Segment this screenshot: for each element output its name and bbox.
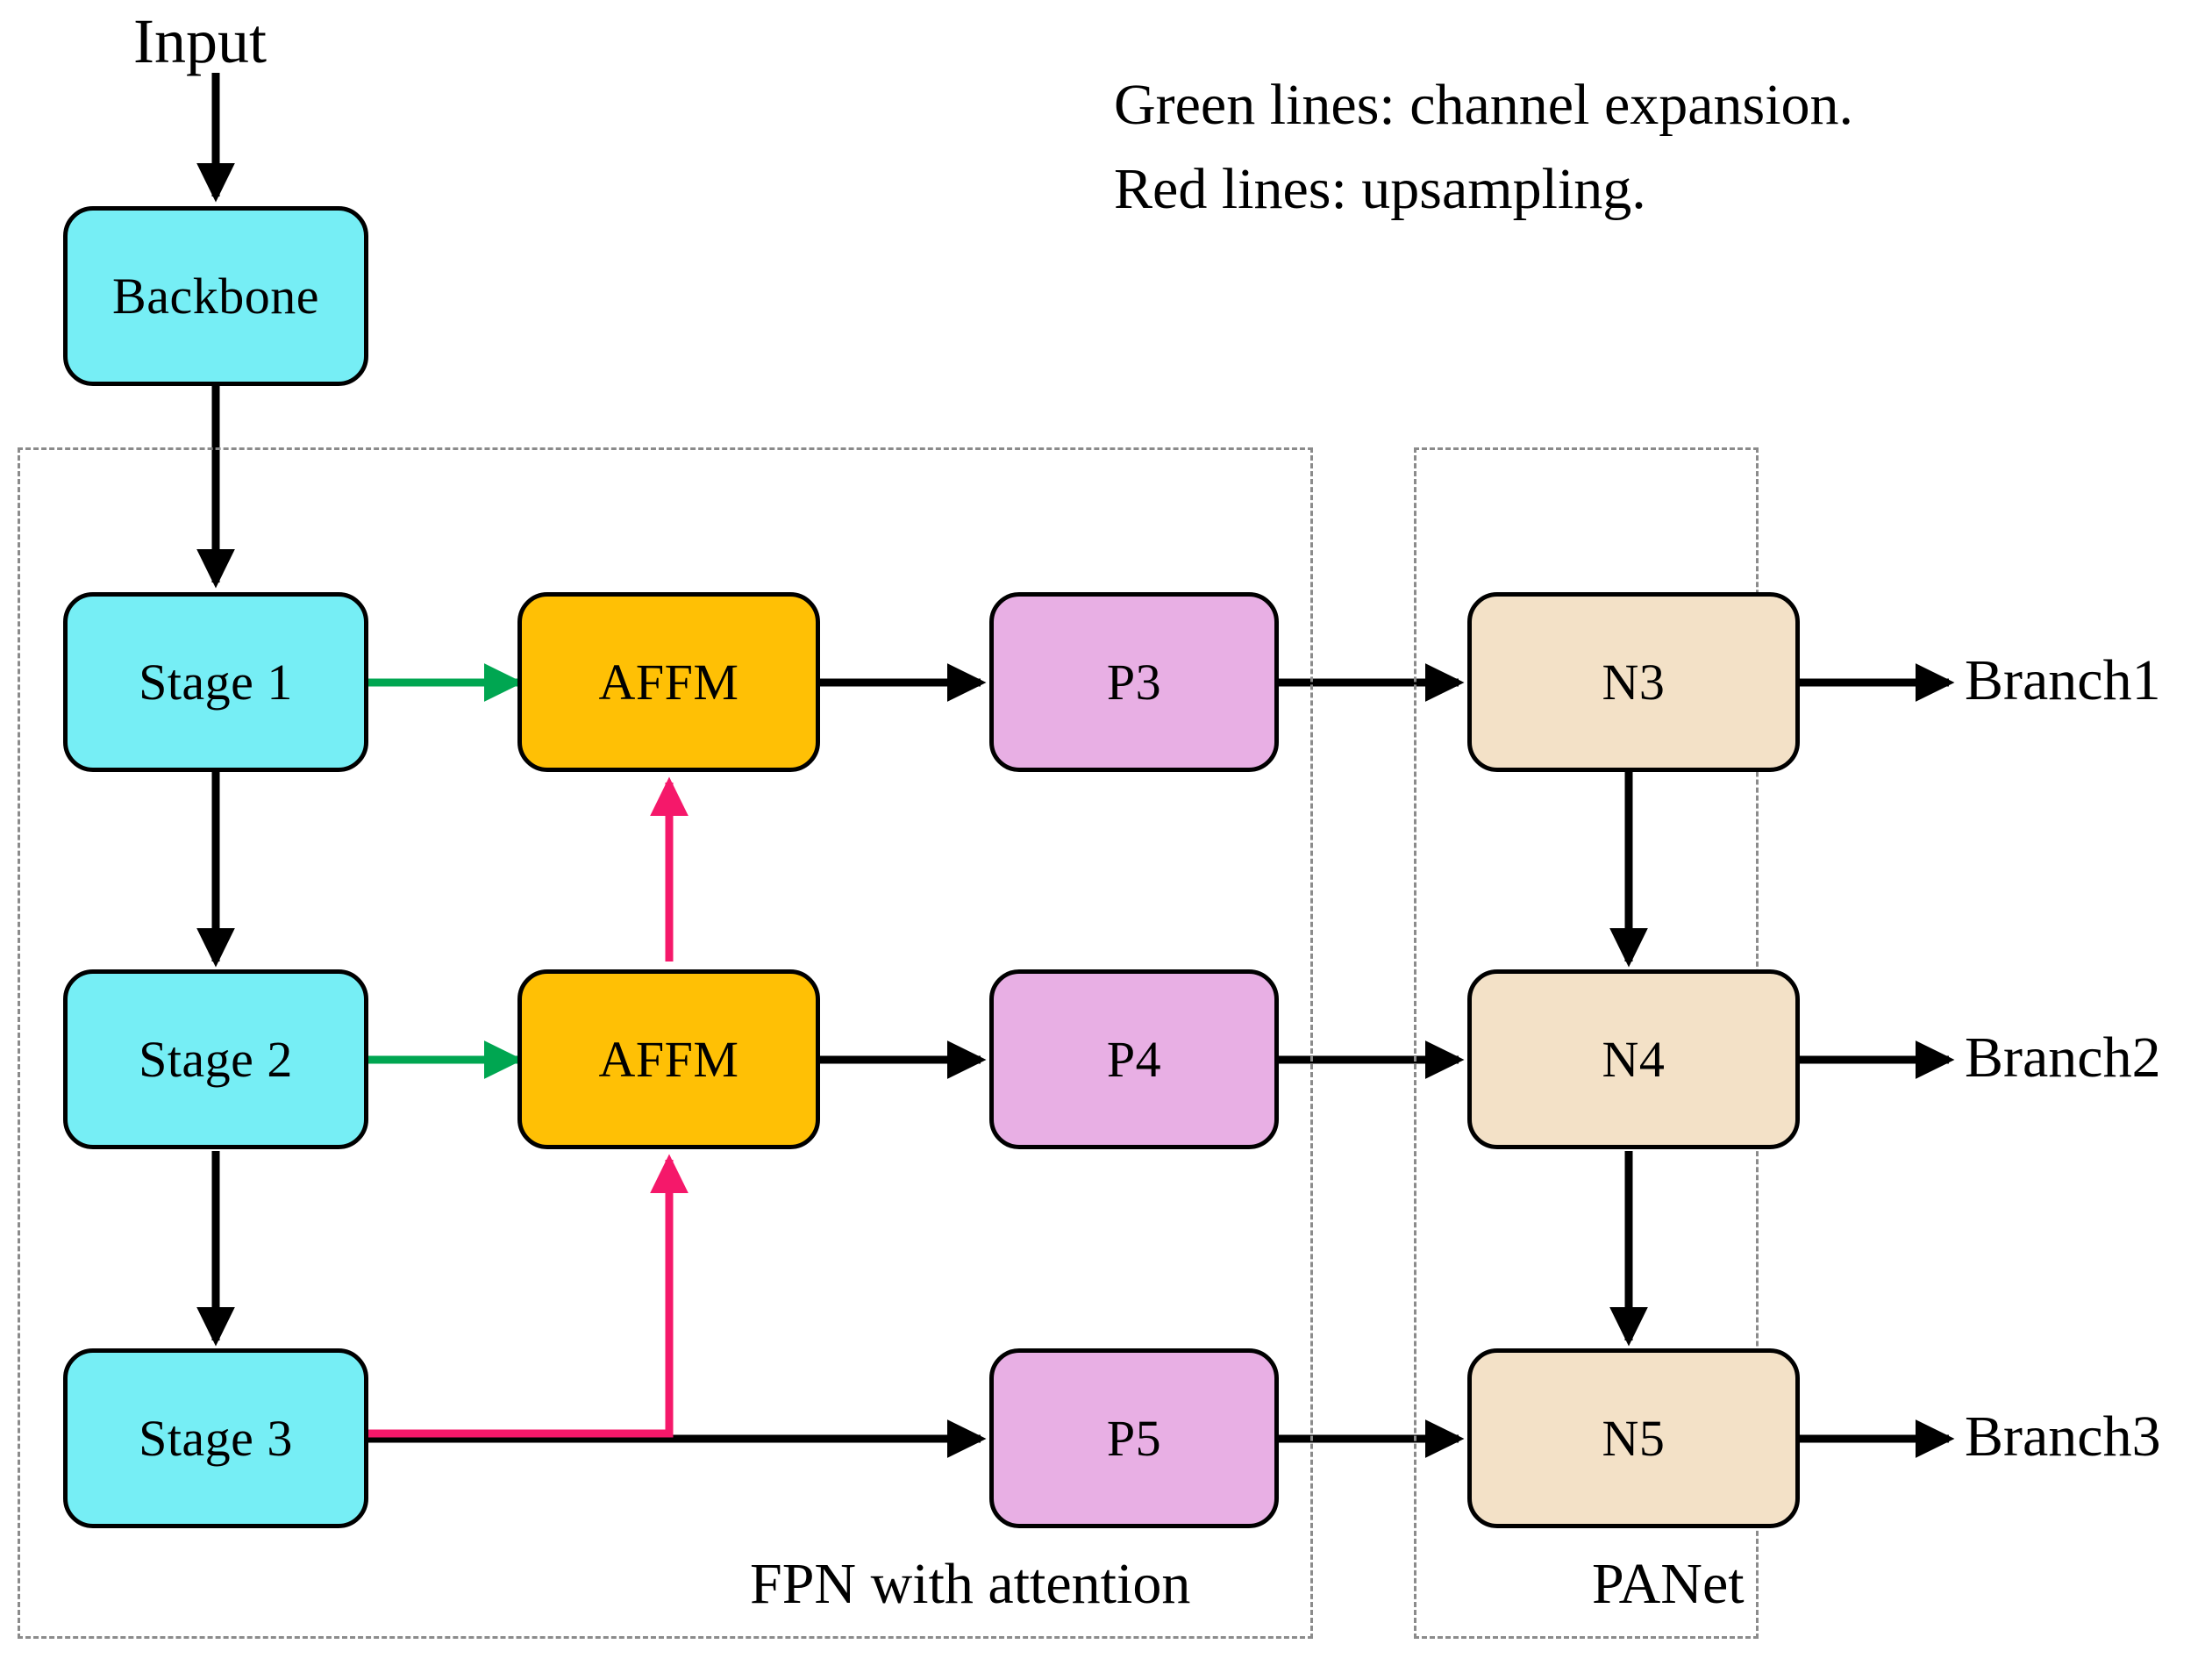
group-label-panet: PANet <box>1592 1552 1745 1616</box>
output-branch2: Branch2 <box>1965 1026 2161 1090</box>
group-box-fpn <box>18 447 1313 1639</box>
node-p3-label: P3 <box>1106 653 1162 711</box>
node-stage-2-label: Stage 2 <box>139 1030 293 1088</box>
node-stage-3[interactable]: Stage 3 <box>63 1348 368 1528</box>
edge-stage3-to-affm-red <box>368 1154 689 1438</box>
node-n4[interactable]: N4 <box>1467 969 1800 1149</box>
node-p4[interactable]: P4 <box>989 969 1279 1149</box>
node-backbone[interactable]: Backbone <box>63 206 368 386</box>
node-n5[interactable]: N5 <box>1467 1348 1800 1528</box>
input-label: Input <box>133 6 267 76</box>
node-n4-label: N4 <box>1602 1030 1666 1088</box>
legend-green-lines: Green lines: channel expansion. <box>1114 73 1854 137</box>
legend-red-lines: Red lines: upsampling. <box>1114 157 1646 221</box>
output-branch3: Branch3 <box>1965 1405 2161 1469</box>
node-n5-label: N5 <box>1602 1409 1666 1467</box>
output-branch1: Branch1 <box>1965 648 2161 712</box>
node-affm-top[interactable]: AFFM <box>517 592 820 772</box>
node-p3[interactable]: P3 <box>989 592 1279 772</box>
node-stage-1[interactable]: Stage 1 <box>63 592 368 772</box>
node-p5[interactable]: P5 <box>989 1348 1279 1528</box>
node-stage-1-label: Stage 1 <box>139 653 293 711</box>
node-affm-top-label: AFFM <box>598 653 739 711</box>
node-stage-3-label: Stage 3 <box>139 1409 293 1467</box>
node-p5-label: P5 <box>1106 1409 1162 1467</box>
node-p4-label: P4 <box>1106 1030 1162 1088</box>
node-stage-2[interactable]: Stage 2 <box>63 969 368 1149</box>
group-label-fpn: FPN with attention <box>750 1552 1191 1616</box>
node-backbone-label: Backbone <box>112 267 319 325</box>
node-affm-mid[interactable]: AFFM <box>517 969 820 1149</box>
node-affm-mid-label: AFFM <box>598 1030 739 1088</box>
node-n3-label: N3 <box>1602 653 1666 711</box>
node-n3[interactable]: N3 <box>1467 592 1800 772</box>
